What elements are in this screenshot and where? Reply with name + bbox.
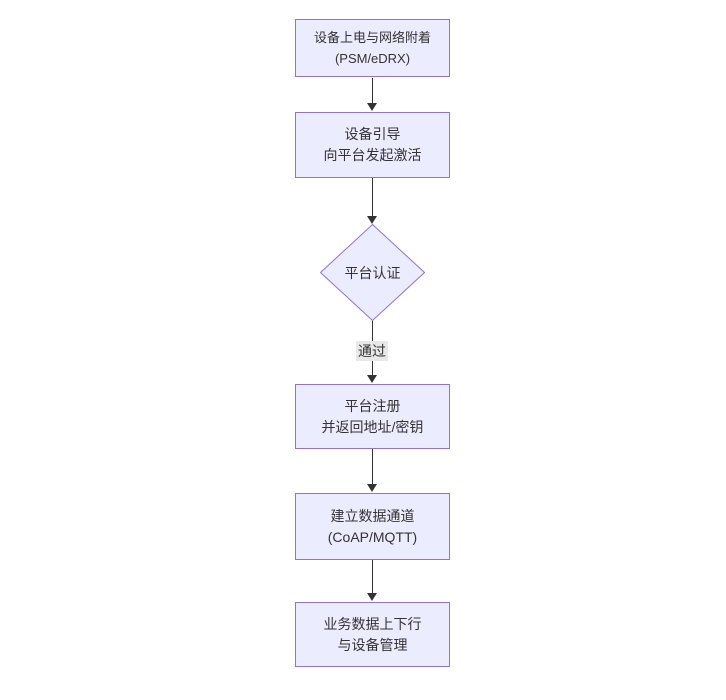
node-label-line: 建立数据通道 [330, 507, 415, 524]
arrow-bootstrap-to-auth [372, 178, 373, 216]
node-label-line: 平台注册 [344, 397, 401, 414]
node-power-on: 设备上电与网络附着 (PSM/eDRX) [295, 19, 450, 77]
arrowhead-icon [367, 593, 377, 601]
node-label-line: 业务数据上下行 [323, 615, 422, 632]
node-bootstrap: 设备引导 向平台发起激活 [295, 112, 450, 178]
node-register: 平台注册 并返回地址/密钥 [295, 384, 450, 449]
node-label-line: 设备引导 [344, 126, 401, 142]
arrowhead-icon [367, 103, 377, 111]
node-data-channel: 建立数据通道 (CoAP/MQTT) [295, 493, 450, 560]
node-label-line: 向平台发起激活 [323, 147, 422, 163]
node-label-line: 设备上电与网络附着 [313, 30, 431, 45]
node-label-line: 并返回地址/密钥 [321, 418, 424, 435]
arrowhead-icon [367, 216, 377, 224]
diamond-shape [320, 224, 425, 321]
arrowhead-icon [367, 484, 377, 492]
node-business-data: 业务数据上下行 与设备管理 [295, 602, 450, 667]
arrowhead-icon [367, 375, 377, 383]
decision-platform-auth: 平台认证 [320, 224, 425, 321]
arrow-register-to-channel [372, 449, 373, 484]
edge-label-pass: 通过 [356, 341, 388, 361]
arrow-channel-to-business [372, 560, 373, 593]
node-label-line: (CoAP/MQTT) [327, 528, 418, 545]
node-label-line: (PSM/eDRX) [334, 51, 411, 66]
node-label-line: 与设备管理 [337, 636, 408, 653]
arrow-power-on-to-bootstrap [372, 78, 373, 104]
